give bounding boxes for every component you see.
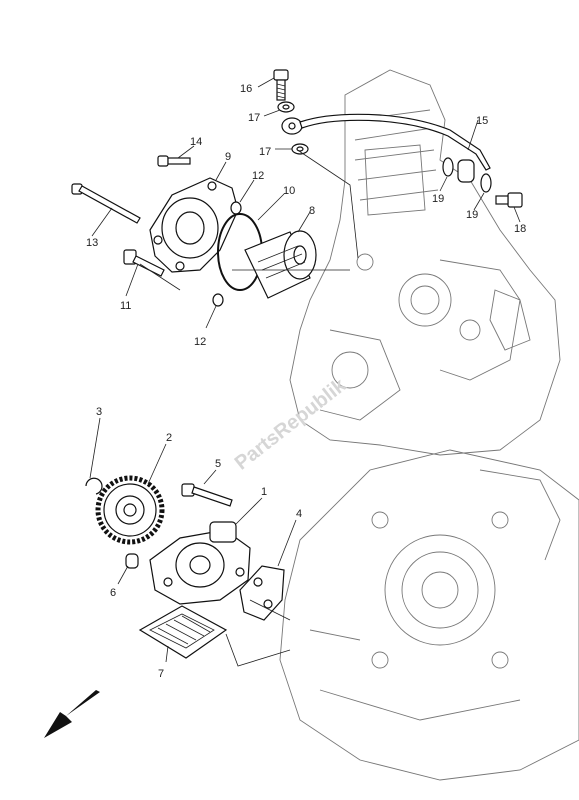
callout-4: 4 <box>296 508 302 520</box>
callout-14: 14 <box>190 136 202 148</box>
gasket-4 <box>239 565 285 621</box>
upper-crankcase-outline <box>289 69 561 456</box>
oil-filter-element-8 <box>244 230 317 299</box>
oil-pump-assembly-1 <box>149 521 251 605</box>
callout-6: 6 <box>110 587 116 599</box>
dowel-pin-6 <box>125 553 139 569</box>
callout-9: 9 <box>225 151 231 163</box>
washer-19-left <box>442 157 454 177</box>
front-direction-arrow-icon <box>44 690 100 738</box>
oil-pump-gear-2 <box>95 475 165 545</box>
bolt-13 <box>71 183 141 224</box>
callout-13: 13 <box>86 237 98 249</box>
callout-11: 11 <box>120 300 131 312</box>
bolt-16 <box>273 69 289 101</box>
bolt-11 <box>123 249 165 277</box>
oil-filter-cover-9 <box>149 177 239 273</box>
callout-3: 3 <box>96 406 102 418</box>
callout-1: 1 <box>261 486 267 498</box>
callout-18: 18 <box>514 223 526 235</box>
callout-7: 7 <box>158 668 164 680</box>
callout-17-lower: 17 <box>259 146 271 158</box>
bolt-5 <box>181 483 233 507</box>
callout-10: 10 <box>283 185 295 197</box>
pipe-fitting <box>457 159 475 183</box>
o-ring-12-upper <box>230 201 242 215</box>
callout-17-upper: 17 <box>248 112 260 124</box>
watermark: PartsRepublik <box>231 374 351 475</box>
oil-strainer-7 <box>138 605 228 659</box>
oil-delivery-pipe-15 <box>281 113 491 171</box>
bolt-14 <box>157 155 191 167</box>
circlip-3 <box>85 477 103 495</box>
callout-12-upper: 12 <box>252 170 264 182</box>
washer-17-upper <box>277 101 295 113</box>
callout-8: 8 <box>309 205 315 217</box>
callout-15: 15 <box>476 115 488 127</box>
lower-crankcase-outline <box>279 449 579 781</box>
callout-19-left: 19 <box>432 193 444 205</box>
o-ring-12-lower <box>212 293 224 307</box>
washer-19-right <box>480 173 492 193</box>
callout-5: 5 <box>215 458 221 470</box>
washer-17-lower <box>291 143 309 155</box>
callout-16: 16 <box>240 83 252 95</box>
callout-2: 2 <box>166 432 172 444</box>
callout-19-right: 19 <box>466 209 478 221</box>
leader-lines <box>89 77 521 667</box>
callout-12-lower: 12 <box>194 336 206 348</box>
bolt-18 <box>495 192 523 208</box>
